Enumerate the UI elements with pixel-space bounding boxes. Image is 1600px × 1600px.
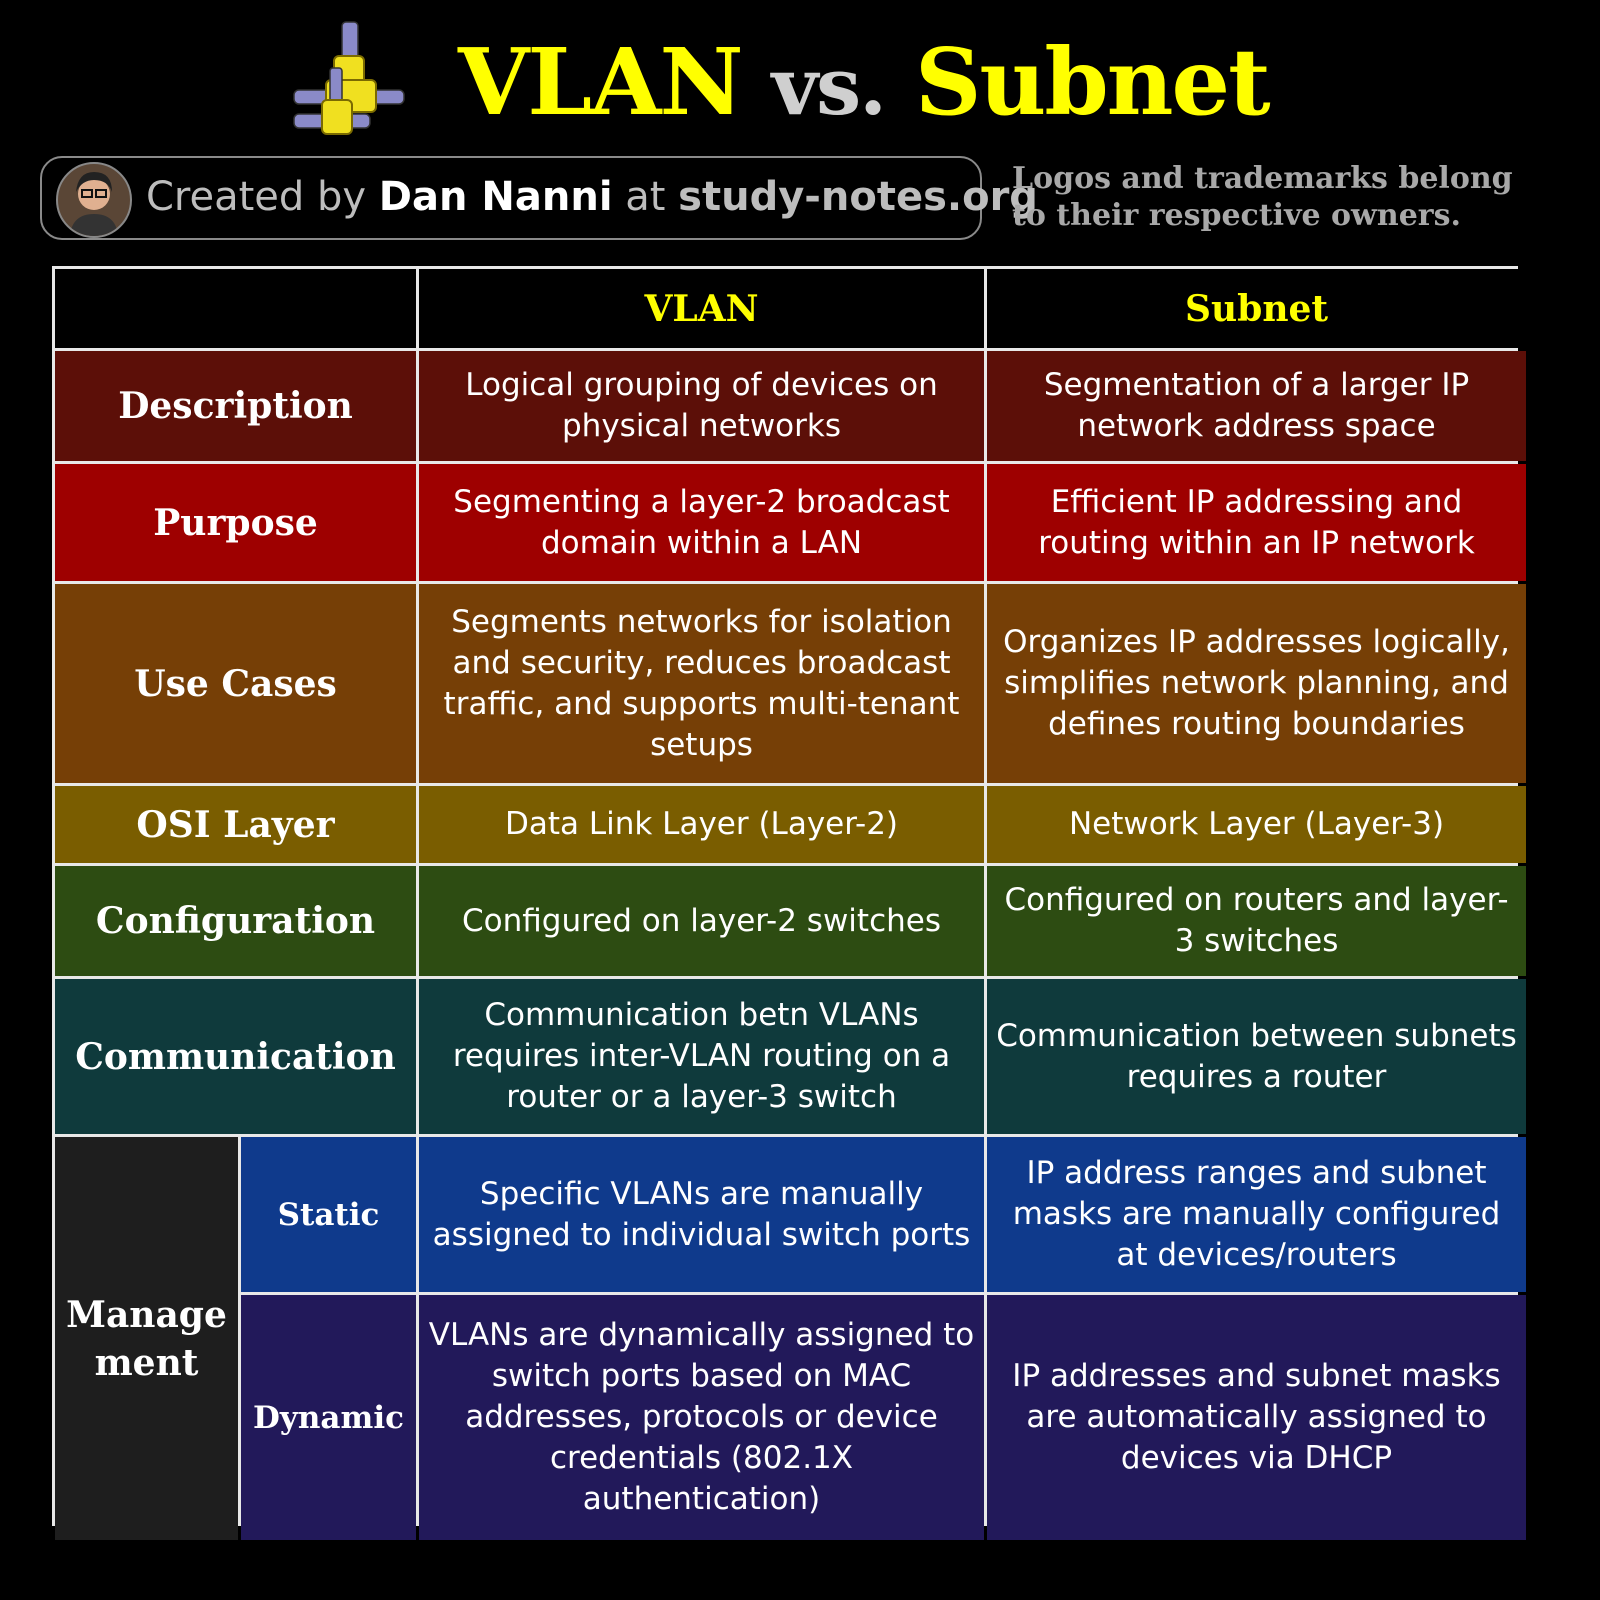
subnet-cell: IP addresses and subnet masks are automa… xyxy=(987,1295,1526,1540)
title-vs: vs. xyxy=(771,39,887,133)
row-label: Description xyxy=(55,351,416,461)
vlan-cell: Specific VLANs are manually assigned to … xyxy=(419,1137,984,1292)
site-link[interactable]: study-notes.org xyxy=(678,174,1038,220)
credit-banner: Created by Dan Nanni at study-notes.org xyxy=(40,156,1038,240)
vlan-cell: Communication betn VLANs requires inter-… xyxy=(419,979,984,1134)
vlan-cell: Segments networks for isolation and secu… xyxy=(419,584,984,783)
row-label: Use Cases xyxy=(55,584,416,783)
title-subnet: Subnet xyxy=(914,28,1271,136)
subnet-cell: IP address ranges and subnet masks are m… xyxy=(987,1137,1526,1292)
disclaimer-line: Logos and trademarks belong xyxy=(1012,161,1513,196)
row-label: Configuration xyxy=(55,866,416,976)
row-label: OSI Layer xyxy=(55,786,416,863)
vlan-cell: Configured on layer-2 switches xyxy=(419,866,984,976)
page-title: VLAN vs. Subnet xyxy=(458,22,1271,146)
header-empty-cell xyxy=(55,269,416,348)
row-label: Communication xyxy=(55,979,416,1134)
credit-at: at xyxy=(625,174,666,220)
vlan-cell: Logical grouping of devices on physical … xyxy=(419,351,984,461)
credit-prefix: Created by xyxy=(146,174,367,220)
column-header-subnet: Subnet xyxy=(987,269,1526,348)
column-header-vlan: VLAN xyxy=(419,269,984,348)
vlan-cell: Segmenting a layer-2 broadcast domain wi… xyxy=(419,464,984,581)
row-label: Purpose xyxy=(55,464,416,581)
subnet-cell: Configured on routers and layer-3 switch… xyxy=(987,866,1526,976)
vlan-cell: VLANs are dynamically assigned to switch… xyxy=(419,1295,984,1540)
sublabel-dynamic: Dynamic xyxy=(241,1295,416,1540)
credit-text: Created by Dan Nanni at study-notes.org xyxy=(146,172,1038,222)
disclaimer-line: to their respective owners. xyxy=(1012,198,1461,233)
network-pipes-icon xyxy=(293,21,405,135)
avatar xyxy=(56,162,132,238)
subnet-cell: Organizes IP addresses logically, simpli… xyxy=(987,584,1526,783)
subnet-cell: Communication between subnets requires a… xyxy=(987,979,1526,1134)
subnet-cell: Efficient IP addressing and routing with… xyxy=(987,464,1526,581)
vlan-cell: Data Link Layer (Layer-2) xyxy=(419,786,984,863)
subnet-cell: Segmentation of a larger IP network addr… xyxy=(987,351,1526,461)
title-vlan: VLAN xyxy=(458,28,744,136)
subnet-cell: Network Layer (Layer-3) xyxy=(987,786,1526,863)
author-name: Dan Nanni xyxy=(378,174,613,220)
sublabel-static: Static xyxy=(241,1137,416,1292)
row-label-management: Manage ment xyxy=(55,1137,238,1540)
